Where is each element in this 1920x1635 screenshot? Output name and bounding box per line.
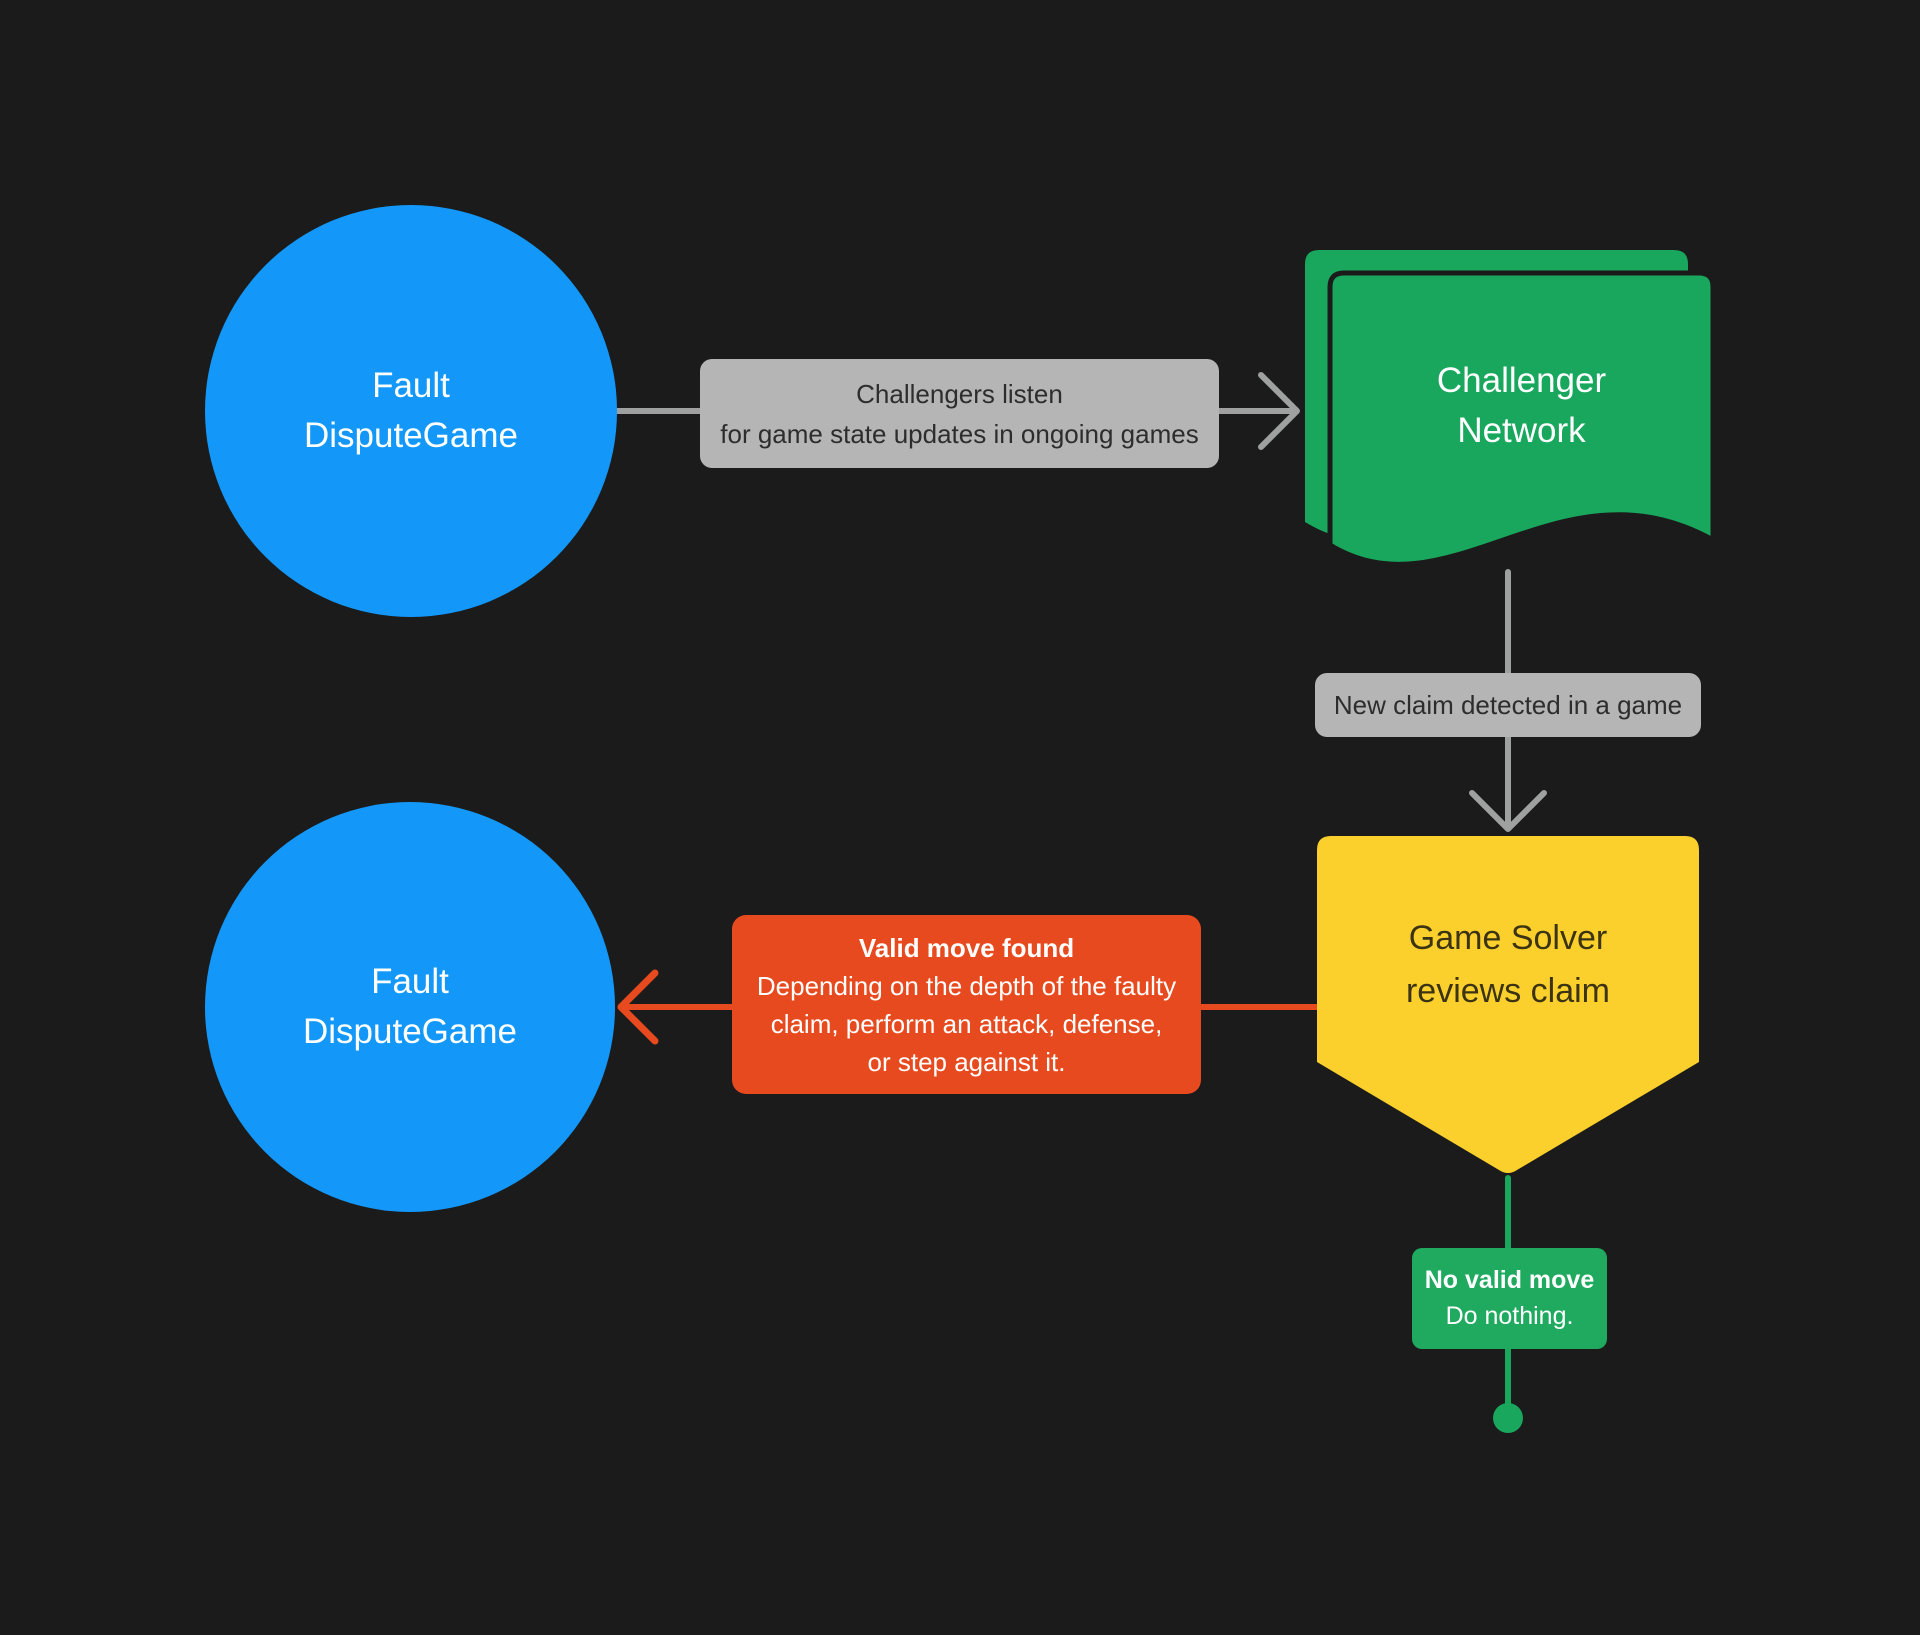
valid-move-body: Depending on the depth of the faulty cla… (756, 971, 1177, 1077)
challenger-network-label: Challenger Network (1436, 360, 1607, 450)
valid-move-callout: Valid move found Depending on the depth … (732, 915, 1201, 1094)
terminal-dot (1493, 1403, 1523, 1433)
fault-dispute-game-bottom-node (205, 802, 615, 1212)
fault-dispute-game-top-node (205, 205, 617, 617)
arrowhead-right-icon (1258, 372, 1300, 450)
fault-dispute-game-bottom-label: Fault DisputeGame (303, 962, 517, 1051)
challenger-network-shape-front (1327, 270, 1716, 567)
no-valid-move-title: No valid move (1424, 1266, 1595, 1294)
valid-move-title: Valid move found (858, 933, 1075, 963)
no-valid-move-callout: No valid move Do nothing. (1412, 1248, 1607, 1349)
arrowhead-left-icon (617, 969, 659, 1045)
game-solver-shape (1317, 836, 1699, 1173)
fault-dispute-game-top-label: Fault DisputeGame (304, 366, 518, 455)
game-solver-label: Game Solver reviews claim (1405, 919, 1611, 1010)
edge-listen-label: Challengers listen for game state update… (700, 359, 1219, 468)
no-valid-move-body: Do nothing. (1445, 1302, 1574, 1330)
edge-new-claim-label: New claim detected in a game (1315, 673, 1701, 737)
arrowhead-down-icon (1469, 790, 1547, 832)
